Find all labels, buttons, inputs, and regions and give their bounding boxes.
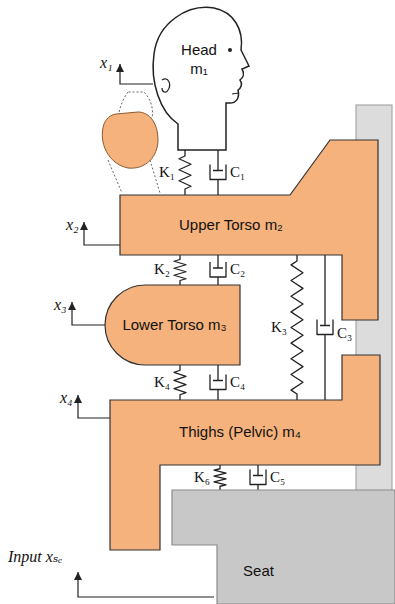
spring-symbol — [179, 150, 191, 195]
lower-torso-mass: Lower Torso m₃ — [105, 285, 240, 365]
displacement-arrow — [72, 302, 105, 325]
mass-label: Seat — [243, 562, 274, 581]
stiffness-label: K₃ — [271, 319, 287, 336]
damping-label: C₃ — [337, 325, 352, 342]
stiffness-label: K₂ — [154, 261, 170, 278]
input-arrow — [78, 572, 214, 597]
spring-symbol — [214, 465, 226, 490]
outline-path — [228, 48, 232, 52]
spring-symbol — [291, 255, 303, 400]
spring-symbol — [174, 365, 186, 400]
forearm-shape — [102, 112, 158, 168]
head-mass: Headm₁ — [148, 2, 250, 150]
seat-base: Seat — [172, 490, 395, 604]
spring-symbol — [174, 255, 186, 285]
damping-label: C₄ — [230, 374, 245, 391]
mass-label: Head — [181, 41, 217, 60]
displacement-label: x₃ — [54, 296, 67, 314]
mass-label: Upper Torso m₂ — [179, 216, 283, 235]
displacement-arrow — [78, 395, 110, 418]
damping-label: C₅ — [270, 469, 285, 486]
mass-outline — [172, 490, 395, 604]
damper-symbol — [210, 365, 226, 400]
stiffness-label: K₄ — [154, 374, 170, 391]
damper-symbol — [210, 255, 226, 285]
outline-path — [172, 490, 395, 604]
outline-path — [153, 7, 249, 150]
mass-label: Thighs (Pelvic) m₄ — [179, 423, 301, 442]
stiffness-label: K₁ — [159, 164, 175, 181]
outline-path — [232, 93, 239, 94]
displacement-arrow — [120, 64, 153, 84]
damping-label: C₁ — [230, 164, 245, 181]
stiffness-label: K₆ — [194, 469, 210, 486]
outline-path — [105, 285, 240, 365]
displacement-label: x₄ — [60, 389, 73, 407]
mass-label: Lower Torso m₃ — [122, 316, 226, 335]
damper-symbol — [317, 255, 333, 400]
input-label: Input xₛₑ — [8, 548, 62, 566]
damper-symbol — [250, 465, 266, 490]
damper-symbol — [210, 150, 226, 195]
displacement-arrow — [84, 222, 120, 245]
damping-label: C₂ — [230, 261, 245, 278]
outline-path — [162, 79, 170, 92]
mass-label: m₁ — [190, 60, 208, 79]
displacement-label: x₁ — [100, 54, 113, 72]
displacement-label: x₂ — [66, 216, 79, 234]
